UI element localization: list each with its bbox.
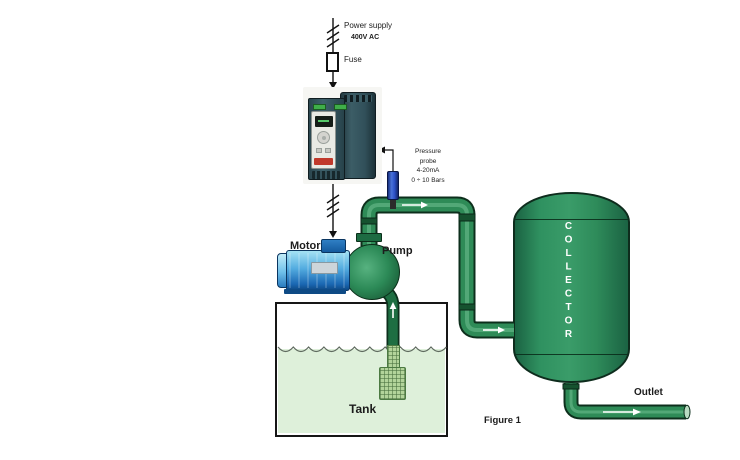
- power-wire-arrowhead: [329, 82, 337, 89]
- motor-junction-box: [321, 239, 346, 253]
- drive-brand-strip: [314, 158, 333, 165]
- fuse-symbol: [326, 52, 339, 72]
- drive-keypad: [311, 111, 336, 169]
- probe-stem: [390, 199, 396, 209]
- motor-label: Motor: [290, 240, 321, 252]
- drive-nav-dial: [317, 131, 330, 144]
- motor-feet: [284, 289, 346, 294]
- drive-button-right: [325, 148, 331, 153]
- pressure-probe-label: Pressure probe 4-20mA 0 ÷ 10 Bars: [411, 148, 445, 184]
- pump-volute: [344, 244, 400, 300]
- drive-display: [315, 116, 333, 127]
- collector-label: COLLECTOR: [563, 221, 574, 343]
- water-surface-wave: [277, 346, 447, 353]
- power-supply-label: Power supply: [344, 21, 393, 30]
- suction-mesh-pipe: [387, 345, 400, 369]
- pressure-probe: [387, 171, 399, 200]
- tank-water: [277, 349, 445, 433]
- probe-signal-wire: [384, 149, 394, 171]
- outlet-pipe: [563, 383, 686, 420]
- figure-caption: Figure 1: [484, 415, 521, 426]
- pipe-couplings: [360, 213, 580, 390]
- motor-wire: [326, 182, 340, 231]
- drive-button-left: [316, 148, 322, 153]
- drive-terminal-block-right: [334, 104, 347, 110]
- collector-vessel: [513, 192, 630, 383]
- drive-terminal-block-left: [313, 104, 326, 110]
- pump-discharge-flange: [356, 233, 382, 242]
- outlet-pipe-end-cap: [683, 404, 691, 420]
- tank: [275, 302, 448, 437]
- collector-bottom-seam: [515, 354, 628, 355]
- collector-top-seam: [515, 219, 628, 220]
- discharge-pipe: [360, 196, 514, 339]
- suction-strainer: [379, 367, 406, 400]
- motor-nameplate: [311, 262, 338, 274]
- power-supply-wire: [326, 18, 340, 82]
- flow-arrows: [389, 201, 641, 416]
- drive-output-terminals: [312, 171, 340, 179]
- tank-label: Tank: [349, 402, 377, 416]
- voltage-label: 400V AC: [351, 34, 380, 41]
- fuse-label: Fuse: [344, 55, 362, 64]
- outlet-label: Outlet: [634, 387, 663, 398]
- drive-heatsink-fins: [344, 95, 372, 102]
- pump-label: Pump: [382, 245, 413, 257]
- motor-wire-arrowhead: [329, 231, 337, 238]
